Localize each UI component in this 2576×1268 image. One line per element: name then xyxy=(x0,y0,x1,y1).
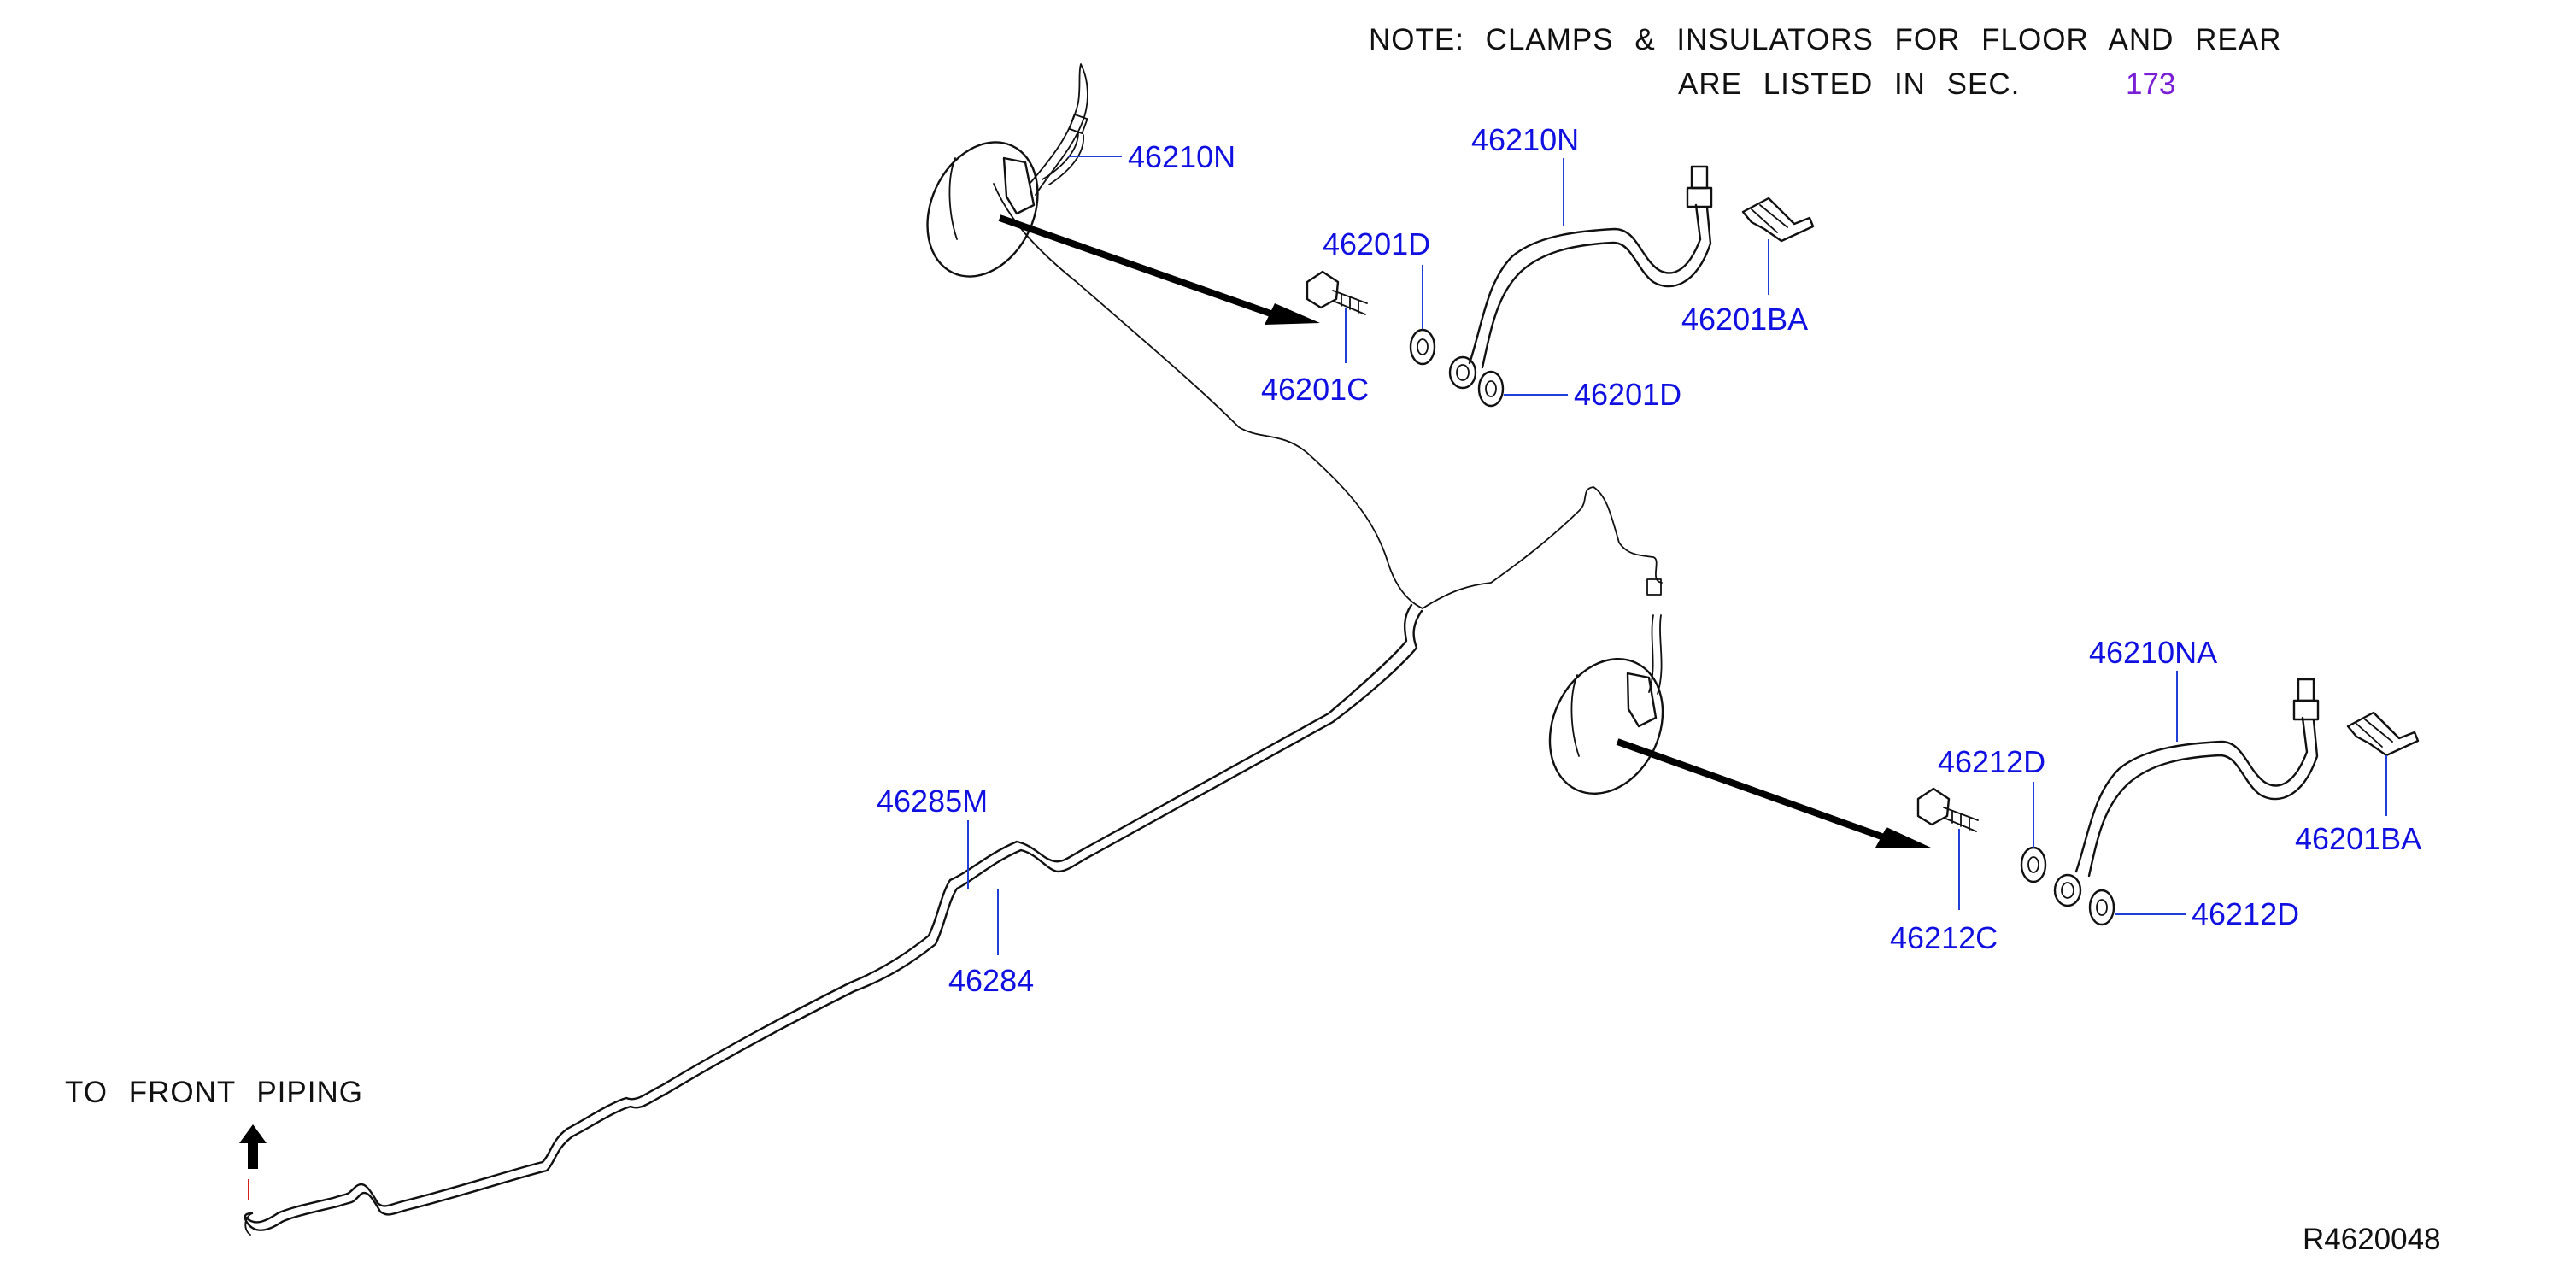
washer-46212d-1 xyxy=(2020,846,2047,883)
washer-46212d-2 xyxy=(2088,889,2115,926)
part-label-46201d-2[interactable]: 46201D xyxy=(1574,377,1681,412)
part-label-46285m[interactable]: 46285M xyxy=(877,784,988,819)
clip-46201ba-2 xyxy=(2346,711,2420,757)
main-brake-tube xyxy=(244,183,1663,1236)
lower-brake-drum xyxy=(1548,578,1664,795)
washer-46201d-1 xyxy=(1409,328,1436,366)
part-label-46210n-top[interactable]: 46210N xyxy=(1128,139,1235,174)
detail-arrow-1 xyxy=(998,214,1320,325)
part-label-46212d-1[interactable]: 46212D xyxy=(1938,744,2045,779)
part-label-46201ba-1[interactable]: 46201BA xyxy=(1681,302,1808,337)
detail-arrow-2 xyxy=(1616,738,1931,848)
washer-46201d-2 xyxy=(1477,370,1505,408)
part-label-46201d-1[interactable]: 46201D xyxy=(1323,226,1430,261)
part-label-46212c[interactable]: 46212C xyxy=(1890,920,1998,955)
leader-lines xyxy=(967,156,2387,955)
front-piping-arrow xyxy=(239,1124,267,1169)
section-link[interactable]: 173 xyxy=(2126,68,2175,101)
part-labels: 46210N 46210N 46201D 46201C 46201D 46201… xyxy=(877,122,2421,998)
bolt-46201c xyxy=(1306,270,1368,315)
part-label-46284[interactable]: 46284 xyxy=(948,963,1034,998)
part-label-46210n-detail[interactable]: 46210N xyxy=(1471,122,1579,157)
part-label-46210na[interactable]: 46210NA xyxy=(2089,635,2217,670)
part-label-46201ba-2[interactable]: 46201BA xyxy=(2295,821,2421,856)
part-label-46212d-2[interactable]: 46212D xyxy=(2192,896,2299,931)
note: NOTE: CLAMPS & INSULATORS FOR FLOOR AND … xyxy=(1369,23,2281,101)
hose-46210n xyxy=(1448,165,1713,390)
clip-46201ba-1 xyxy=(1741,197,1815,243)
note-line-1: NOTE: CLAMPS & INSULATORS FOR FLOOR AND … xyxy=(1369,23,2281,56)
note-line-2: ARE LISTED IN SEC. xyxy=(1678,68,2020,101)
diagram-reference-number: R4620048 xyxy=(2303,1223,2441,1256)
part-label-46201c[interactable]: 46201C xyxy=(1261,372,1369,407)
bolt-46212c xyxy=(1916,787,1979,832)
upper-brake-drum xyxy=(926,63,1088,278)
front-piping-label: TO FRONT PIPING xyxy=(65,1076,363,1109)
hose-46210na xyxy=(2053,678,2320,907)
